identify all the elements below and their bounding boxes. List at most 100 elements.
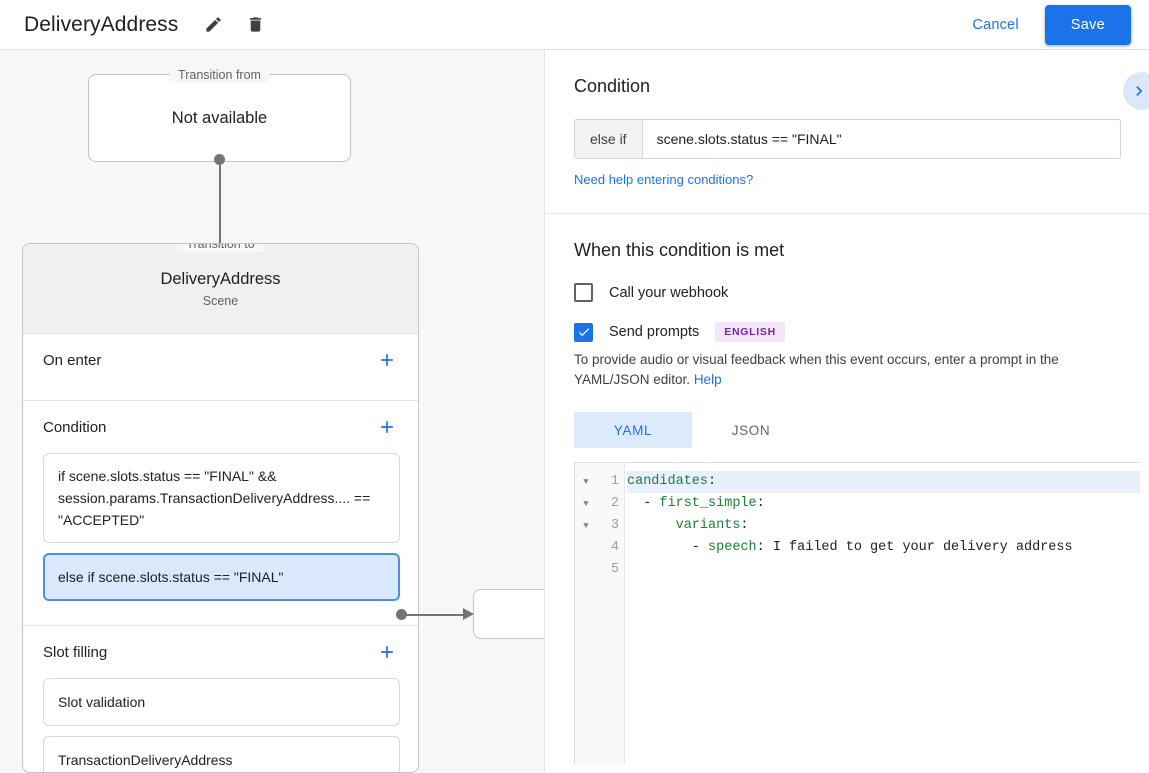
code-token: I failed to get your delivery address [772,540,1073,555]
chevron-right-icon [1136,86,1143,96]
body-area: Transition from Not available Transition… [0,50,1149,773]
condition-out-line [405,613,465,616]
plus-icon [381,421,393,433]
editor-line-number-gutter: 1 2 3 4 5 [597,463,625,765]
expand-panel-button[interactable] [1123,72,1149,110]
code-token: : [756,540,773,555]
line-number: 2 [610,496,619,511]
condition-out-dot [396,609,407,620]
code-line[interactable]: candidates: [627,471,1140,493]
call-webhook-label: Call your webhook [609,284,729,301]
section-header: Condition [23,401,418,453]
fold-triangle-icon[interactable]: ▼ [583,499,589,509]
code-line[interactable] [627,559,1140,581]
fold-triangle-icon[interactable]: ▼ [583,477,589,487]
transition-from-value: Not available [171,108,268,127]
code-token: : [708,474,717,489]
editor-code-area[interactable]: candidates: - first_simple: variants: - … [625,463,1140,765]
when-met-heading: When this condition is met [574,240,785,260]
code-token: first_simple [659,496,757,511]
condition-section: Condition else if Need help entering con… [546,50,1149,214]
list-item[interactable]: if scene.slots.status == "FINAL" && sess… [43,453,400,543]
fold-triangle-icon[interactable]: ▼ [583,521,589,531]
flow-canvas[interactable]: Transition from Not available Transition… [0,50,545,773]
editor-fold-gutter[interactable]: ▼ ▼ ▼ [575,463,597,765]
node-target-stub[interactable] [473,589,544,639]
condition-item-selected[interactable]: else if scene.slots.status == "FINAL" [43,553,400,601]
plus-icon [381,646,393,658]
code-token: candidates [627,474,709,489]
language-badge: ENGLISH [715,322,785,342]
code-token: : [740,518,749,533]
call-webhook-checkbox[interactable] [574,283,593,302]
section-title: Condition [43,418,107,436]
line-number: 1 [610,474,619,489]
top-app-bar: DeliveryAddress Cancel Save [0,0,1149,50]
condition-heading: Condition [574,76,651,96]
page-title: DeliveryAddress [24,12,179,36]
line-number: 4 [610,540,619,555]
condition-expression-input[interactable] [642,120,1120,158]
line-number: 5 [610,562,619,577]
send-prompts-row[interactable]: Send prompts ENGLISH [574,322,1121,342]
list-item[interactable]: TransactionDeliveryAddress [43,736,400,772]
connector-start-dot [214,154,225,165]
code-token: - [627,496,660,511]
canvas-section-on-enter: On enter [23,334,418,401]
fold-spacer [575,559,597,581]
connector-line-vertical [219,162,221,248]
details-panel: Condition else if Need help entering con… [546,50,1149,773]
tab-yaml[interactable]: YAML [574,412,692,448]
send-prompts-label: Send prompts [609,324,700,340]
code-line[interactable]: - speech: I failed to get your delivery … [627,537,1140,559]
add-on-enter-button[interactable] [374,347,400,373]
plus-icon [381,354,393,366]
cancel-button[interactable]: Cancel [958,8,1032,42]
section-header: On enter [23,334,418,386]
section-title: On enter [43,351,102,369]
code-token [627,518,676,533]
code-token: variants [675,518,741,533]
prompts-hint-body: To provide audio or visual feedback when… [574,352,1059,387]
node-transition-to: Transition to DeliveryAddress Scene On e… [22,243,419,773]
when-condition-met-section: When this condition is met Call your web… [546,214,1149,773]
delete-icon[interactable] [238,8,272,42]
list-item[interactable]: Slot validation [43,678,400,726]
line-number: 3 [610,518,619,533]
code-line[interactable]: - first_simple: [627,493,1140,515]
transition-from-legend: Transition from [169,67,270,83]
condition-expression-row: else if [574,119,1121,159]
edit-icon[interactable] [196,8,230,42]
tab-json[interactable]: JSON [692,412,810,448]
yaml-editor[interactable]: ▼ ▼ ▼ 1 2 3 4 5 candidates: - first_simple: va… [574,462,1140,765]
pencil-icon [206,17,221,32]
section-title: Slot filling [43,643,108,661]
prompts-help-link[interactable]: Help [693,372,722,387]
add-condition-button[interactable] [374,414,400,440]
checkmark-icon [578,328,589,337]
condition-help-link[interactable]: Need help entering conditions? [574,172,754,187]
code-token: : [756,496,765,511]
code-line[interactable]: variants: [627,515,1140,537]
transition-to-title: DeliveryAddress [160,269,281,288]
condition-prefix-label: else if [575,120,643,158]
trash-icon [249,17,261,32]
section-header: Slot filling [23,626,418,678]
save-button[interactable]: Save [1044,4,1131,45]
code-token: speech [708,540,757,555]
call-webhook-row[interactable]: Call your webhook [574,283,1121,302]
prompts-hint-text: To provide audio or visual feedback when… [574,350,1121,390]
code-token: - [627,540,709,555]
fold-spacer [575,537,597,559]
condition-out-arrowhead [463,608,474,620]
node-transition-from[interactable]: Transition from Not available [88,67,351,162]
transition-to-header[interactable]: DeliveryAddress Scene [23,244,418,334]
add-slot-filling-button[interactable] [374,639,400,665]
transition-to-subtitle: Scene [202,293,239,308]
canvas-section-condition: Condition if scene.slots.status == "FINAL… [23,401,418,626]
transition-to-legend: Transition to [177,244,264,252]
send-prompts-checkbox[interactable] [574,322,593,342]
